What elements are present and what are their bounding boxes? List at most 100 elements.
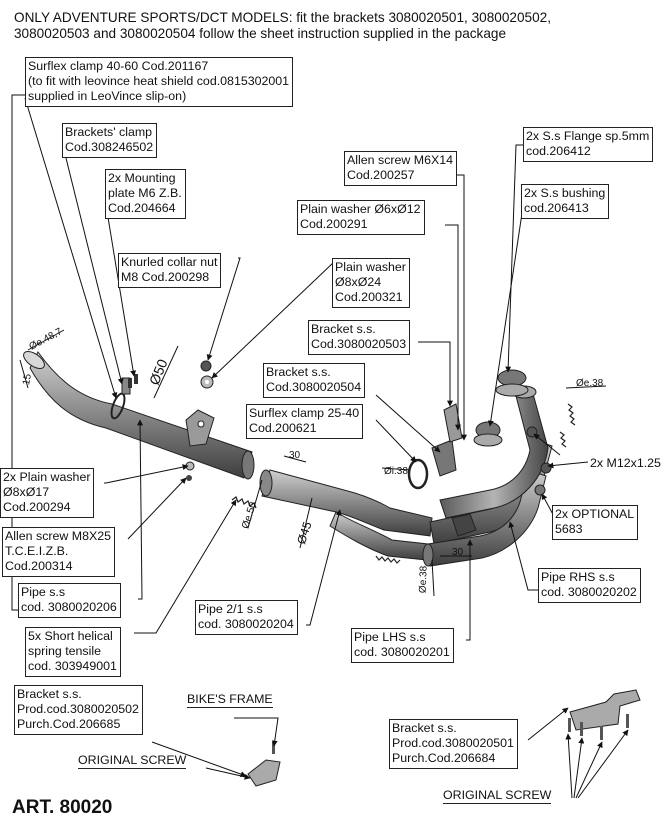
dim-de38-bottom: Øe.38 (417, 565, 430, 594)
callout-bracket-504: Bracket s.s. Cod.3080020504 (263, 363, 366, 398)
callout-allen-screw-m8: Allen screw M8X25 T.C.E.I.Z.B. Cod.20031… (2, 527, 116, 577)
pipe-204-shape (259, 469, 433, 561)
callout-line: Allen screw M8X25 (5, 529, 112, 543)
callout-plain-washer-8x24: Plain washer Ø8xØ24 Cod.200321 (332, 258, 410, 308)
callout-bushing: 2x S.s bushing cod.206413 (521, 184, 610, 219)
callout-line: Bracket s.s. (266, 365, 331, 379)
callout-line: Ø8xØ24 (335, 275, 382, 289)
springs-shape (231, 403, 576, 564)
callout-line: Purch.Cod.206684 (392, 751, 496, 765)
callout-line: Bracket s.s. (311, 322, 376, 336)
callout-bracket-503: Bracket s.s. Cod.3080020503 (308, 320, 411, 355)
original-screw-left-shape (272, 742, 275, 754)
callout-line: Cod.200294 (3, 500, 71, 514)
callout-line: Bracket s.s. (17, 687, 82, 701)
callout-line: Cod.200621 (249, 421, 317, 435)
callout-line: Pipe RHS s.s (541, 570, 615, 584)
callout-line: plate M6 Z.B. (108, 186, 182, 200)
dim-d30-top: 30 (289, 450, 301, 461)
callout-line: 2x Mounting (108, 171, 176, 185)
callout-surflex-clamp-40-60: Surflex clamp 40-60 Cod.201167 (to fit w… (25, 57, 294, 107)
callout-bracket-501: Bracket s.s. Prod.cod.3080020501 Purch.C… (389, 719, 518, 769)
callout-line: cod. 3080020206 (21, 600, 117, 614)
callout-bracket-502: Bracket s.s. Prod.cod.3080020502 Purch.C… (14, 685, 143, 735)
callout-pipe-206: Pipe s.s cod. 3080020206 (18, 583, 121, 618)
callout-line: (to fit with leovince heat shield cod.08… (28, 74, 290, 88)
callout-line: cod. 303949001 (28, 659, 117, 673)
callout-line: spring tensile (28, 644, 102, 658)
callout-line: 5x Short helical (28, 629, 113, 643)
callout-line: Purch.Cod.206685 (17, 717, 121, 731)
callout-line: Surflex clamp 40-60 Cod.201167 (28, 59, 209, 73)
callout-line: Ø8xØ17 (3, 485, 50, 499)
callout-line: cod. 3080020202 (541, 585, 637, 599)
callout-line: Pipe s.s (21, 585, 66, 599)
callout-spring: 5x Short helical spring tensile cod. 303… (25, 627, 121, 677)
flange-shape (473, 369, 529, 447)
callout-pipe-lhs: Pipe LHS s.s cod. 3080020201 (351, 628, 454, 663)
callout-line: cod.206412 (526, 144, 591, 158)
callout-line: Plain washer Ø6xØ12 (300, 202, 421, 216)
callout-line: 2x Plain washer (3, 470, 91, 484)
callout-line: M8 Cod.200298 (121, 270, 210, 284)
callout-line: Plain washer (335, 260, 406, 274)
callout-line: Allen screw M6X14 (347, 153, 454, 167)
callout-line: 5683 (555, 522, 583, 536)
callout-line: Cod.200291 (300, 217, 368, 231)
surflex-clamp-25-40-shape (407, 458, 429, 490)
dim-d30-bottom: 30 (452, 547, 464, 558)
callout-optional: 2x OPTIONAL 5683 (552, 505, 639, 540)
callout-line: Cod.204664 (108, 201, 176, 215)
callout-pipe-204: Pipe 2/1 s.s cod. 3080020204 (195, 600, 298, 635)
callout-line: Cod.200257 (347, 168, 415, 182)
callout-line: Cod.3080020503 (311, 337, 407, 351)
callout-line: Cod.200321 (335, 290, 403, 304)
callout-line: Prod.cod.3080020501 (392, 736, 514, 750)
callout-line: Brackets' clamp (65, 125, 153, 139)
callout-pipe-rhs: Pipe RHS s.s cod. 3080020202 (538, 568, 641, 603)
callout-brackets-clamp: Brackets' clamp Cod.308246502 (62, 123, 158, 158)
callout-allen-screw-m6: Allen screw M6X14 Cod.200257 (344, 151, 458, 186)
dim-di38: Øi.38 (384, 466, 408, 477)
callout-line: cod.206413 (524, 201, 589, 215)
dim-d15: 15 (21, 373, 34, 386)
bracket-502-shape (247, 759, 281, 787)
bracket-501-shape (569, 689, 641, 731)
optional-shape (534, 484, 546, 496)
leader-lines (11, 94, 629, 799)
callout-line: cod. 3080020204 (198, 617, 294, 631)
dim-de38-top: Øe.38 (576, 378, 604, 389)
callout-line: Pipe 2/1 s.s (198, 602, 263, 616)
knurled-nut-shape (200, 360, 214, 389)
callout-mounting-plate: 2x Mounting plate M6 Z.B. Cod.204664 (105, 169, 186, 219)
callout-line: 2x S.s Flange sp.5mm (526, 129, 650, 143)
callout-line: Prod.cod.3080020502 (17, 702, 139, 716)
callout-line: Cod.200314 (5, 559, 73, 573)
callout-plain-washer-6x12: Plain washer Ø6xØ12 Cod.200291 (297, 200, 425, 235)
callout-line: supplied in LeoVince slip-on) (28, 89, 187, 103)
callout-line: Surflex clamp 25-40 (249, 406, 360, 420)
label-bikes-frame: BIKE'S FRAME (187, 692, 273, 708)
header-line-1: ONLY ADVENTURE SPORTS/DCT MODELS: fit th… (14, 10, 551, 25)
label-m12: 2x M12x1.25 (590, 456, 661, 470)
bracket-503-shape (443, 403, 463, 443)
callout-line: Bracket s.s. (392, 721, 457, 735)
callout-knurled-collar-nut: Knurled collar nut M8 Cod.200298 (118, 253, 222, 288)
callout-line: 2x OPTIONAL (555, 507, 635, 521)
mounting-plate-shape (128, 374, 138, 388)
callout-line: Pipe LHS s.s (354, 630, 426, 644)
callout-line: Cod.308246502 (65, 140, 154, 154)
callout-line: 2x S.s bushing (524, 186, 606, 200)
callout-line: Cod.3080020504 (266, 380, 362, 394)
header-line-2: 3080020503 and 3080020504 follow the she… (14, 26, 507, 41)
label-original-screw-left: ORIGINAL SCREW (78, 753, 187, 769)
callout-line: Knurled collar nut (121, 255, 218, 269)
washer-8x17-shape (185, 461, 195, 481)
callout-flange: 2x S.s Flange sp.5mm cod.206412 (523, 127, 654, 162)
bracket-504-shape (431, 439, 457, 477)
original-screws-right-shape (568, 714, 629, 740)
article-number: ART. 80020 (12, 797, 113, 818)
callout-plain-washer-8x17: 2x Plain washer Ø8xØ17 Cod.200294 (0, 468, 95, 518)
